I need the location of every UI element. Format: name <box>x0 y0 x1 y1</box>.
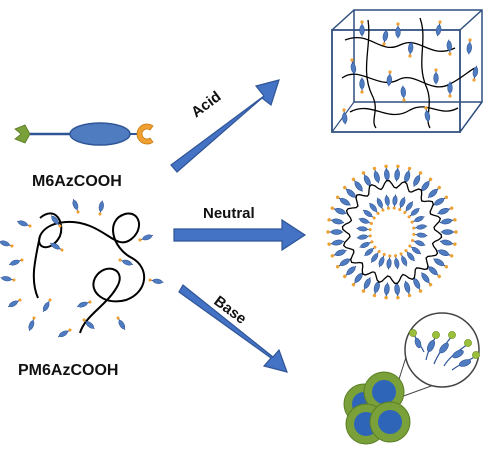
amphiphile-unit <box>358 238 375 250</box>
amphiphile-unit <box>357 216 375 227</box>
amphiphile-unit <box>355 232 373 241</box>
amphiphile-unit <box>436 204 455 217</box>
acid-label: Acid <box>188 88 224 121</box>
monomer-label: M6AzCOOH <box>32 173 122 190</box>
amphiphile-unit <box>359 77 365 95</box>
amphiphile-unit <box>326 216 346 226</box>
amphiphile-unit <box>431 193 450 208</box>
amphiphile-unit <box>137 232 155 244</box>
amphiphile-unit <box>383 194 392 211</box>
base-arrow <box>178 284 288 373</box>
amphiphile-unit <box>425 183 443 201</box>
amphiphile-unit <box>447 81 453 99</box>
amphiphile-unit <box>380 28 390 47</box>
amphiphile-unit <box>359 19 365 37</box>
amphiphile-unit <box>382 281 391 301</box>
amphiphile-unit <box>0 238 15 250</box>
amphiphile-unit <box>396 195 408 213</box>
neutral-label: Neutral <box>203 205 255 222</box>
amphiphile-unit <box>438 216 458 226</box>
amphiphile-unit <box>348 57 358 76</box>
amphiphile-unit <box>393 281 402 301</box>
vesicle-ring-icon <box>325 163 459 301</box>
amphiphile-unit <box>70 197 82 215</box>
amphiphile-unit <box>410 169 425 189</box>
amphiphile-unit <box>395 21 401 39</box>
amphiphile-unit <box>434 19 444 38</box>
amphiphile-unit <box>371 165 382 185</box>
amphiphile-unit <box>440 228 459 236</box>
amphiphile-monomer-icon <box>14 122 154 146</box>
amphiphile-unit <box>406 40 415 59</box>
amphiphile-unit <box>425 263 443 281</box>
amphiphile-unit <box>341 263 359 281</box>
amphiphile-unit <box>355 225 373 233</box>
amphiphile-unit <box>409 214 426 226</box>
gel-network-cube-icon <box>331 9 483 133</box>
amphiphile-unit <box>114 315 128 332</box>
amphiphile-unit <box>391 193 399 211</box>
amphiphile-unit <box>334 193 353 208</box>
amphiphile-unit <box>402 165 413 185</box>
amphiphile-unit <box>382 163 391 183</box>
amphiphile-unit <box>15 218 33 230</box>
amphiphile-unit <box>409 237 427 248</box>
amphiphile-unit <box>399 84 408 103</box>
amphiphile-unit <box>385 69 394 88</box>
micelle-cluster-icon <box>343 312 480 445</box>
amphiphile-unit <box>411 223 429 232</box>
amphiphile-unit <box>392 253 401 270</box>
polymer-label: PM6AzCOOH <box>18 362 118 379</box>
amphiphile-unit <box>418 270 435 289</box>
acid-arrow <box>170 79 280 173</box>
amphiphile-unit <box>431 256 450 271</box>
amphiphile-unit <box>433 67 439 85</box>
amphiphile-unit <box>465 37 474 56</box>
amphiphile-unit <box>393 163 402 183</box>
amphiphile-unit <box>7 256 25 268</box>
amphiphile-unit <box>445 38 454 57</box>
amphiphile-unit <box>26 315 38 333</box>
amphiphile-unit <box>402 279 413 299</box>
amphiphile-unit <box>349 175 366 194</box>
amphiphile-unit <box>147 277 165 286</box>
amphiphile-unit <box>436 247 455 260</box>
amphiphile-unit <box>6 296 23 310</box>
amphiphile-unit <box>385 253 393 271</box>
polymer-chain-icon <box>0 197 165 340</box>
amphiphile-unit <box>75 298 93 310</box>
amphiphile-unit <box>470 64 480 83</box>
amphiphile-unit <box>376 251 388 269</box>
amphiphile-unit <box>97 199 106 217</box>
amphiphile-unit <box>326 238 346 248</box>
amphiphile-unit <box>411 231 429 239</box>
amphiphile-unit <box>341 183 359 201</box>
neutral-arrow <box>173 218 307 252</box>
amphiphile-unit <box>325 228 344 236</box>
amphiphile-unit <box>340 107 349 126</box>
amphiphile-unit <box>48 240 65 254</box>
amphiphile-unit <box>371 279 382 299</box>
amphiphile-unit <box>117 256 135 268</box>
amphiphile-unit <box>359 275 374 295</box>
amphiphile-unit <box>56 326 73 340</box>
amphiphile-unit <box>0 274 17 283</box>
amphiphile-unit <box>334 256 353 271</box>
amphiphile-unit <box>438 238 458 248</box>
amphiphile-unit <box>329 247 348 260</box>
amphiphile-unit <box>40 297 54 314</box>
amphiphile-unit <box>329 204 348 217</box>
